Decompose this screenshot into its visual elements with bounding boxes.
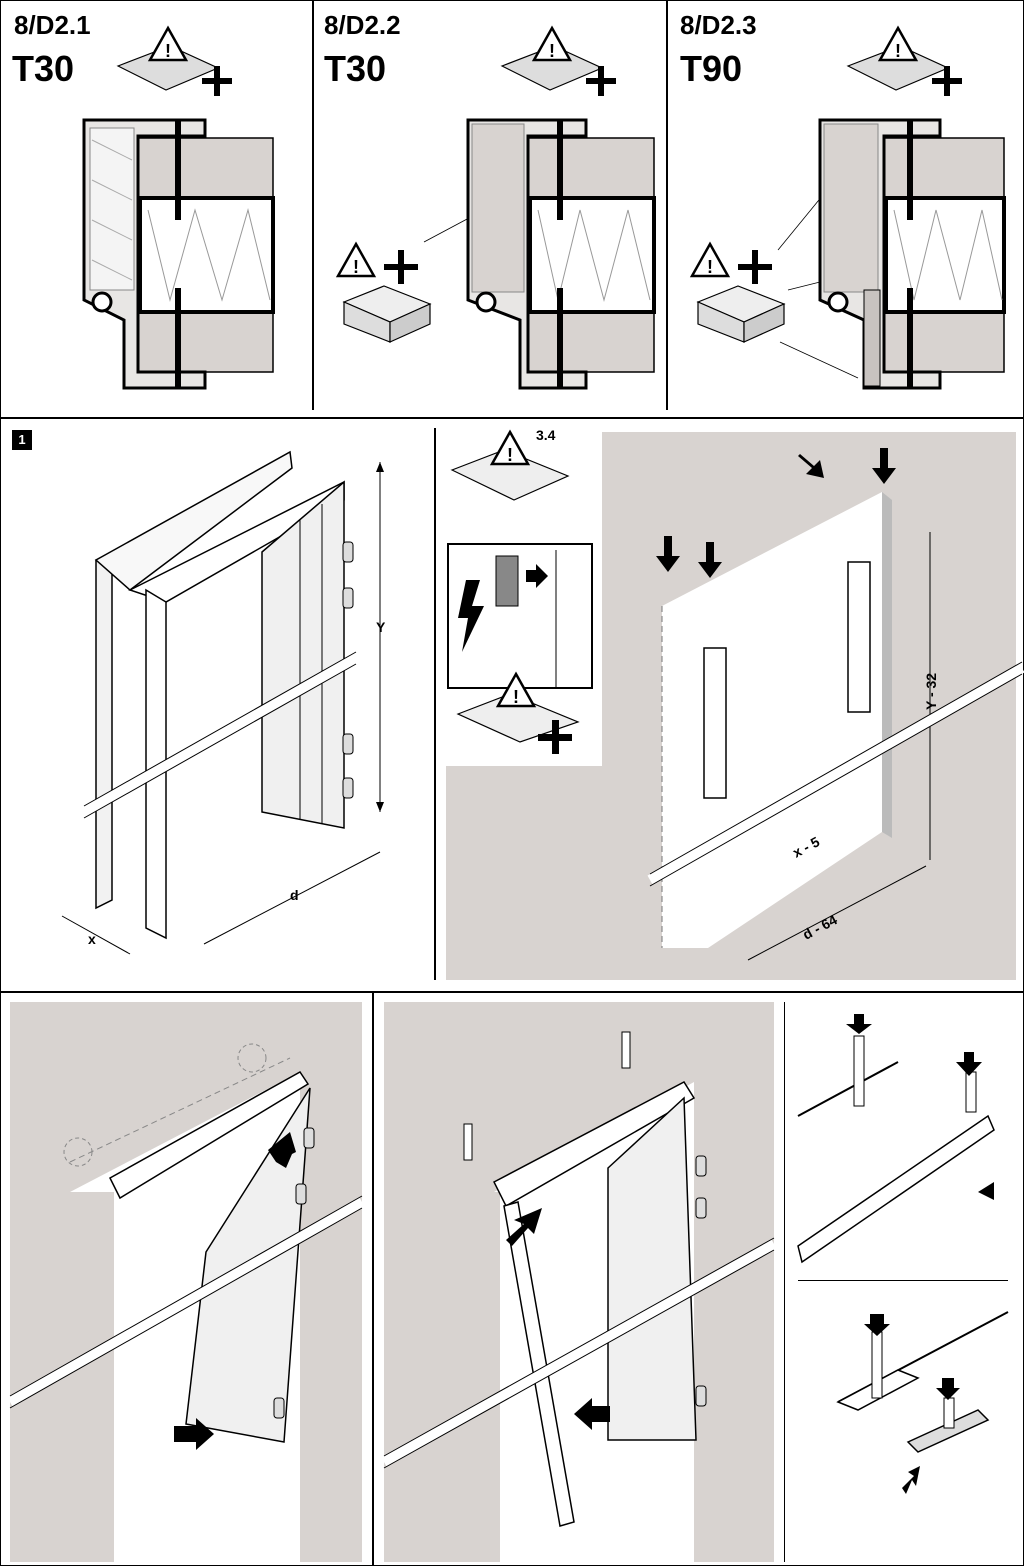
ref-label: 3.4 <box>536 427 556 443</box>
arrow-icon <box>174 1418 214 1450</box>
detail-panel-2: 8/D2.2 T30 ! ! <box>314 0 666 417</box>
wall-measure-drawing: Y - 32 d - 64 x - 5 ! 3.4 ! <box>446 420 1024 980</box>
accessory-box-icon: ! <box>335 241 432 343</box>
section-drawing-1: ! <box>82 25 275 390</box>
detail-rating: T90 <box>680 48 743 89</box>
arrow-icon <box>698 542 722 578</box>
dim-d-label: d <box>290 887 299 903</box>
svg-text:!: ! <box>549 41 555 61</box>
svg-text:!: ! <box>707 257 713 277</box>
detail-code: 8/D2.2 <box>324 10 401 40</box>
step-number: 1 <box>12 430 32 450</box>
arrow-icon <box>268 1132 296 1168</box>
dim-y-label: Y <box>376 619 386 635</box>
step3-drawing <box>381 1002 777 1562</box>
divider-detail-h <box>798 1280 1008 1281</box>
detail-code: 8/D2.3 <box>680 10 757 40</box>
frame-measure-drawing: Y d x <box>61 450 386 955</box>
divider-detail <box>784 1002 785 1562</box>
detail-panel-3: 8/D2.3 T90 ! ! <box>668 0 1022 417</box>
detail-bottom-drawing <box>836 1311 1009 1494</box>
arrow-icon <box>574 1398 610 1430</box>
section-drawing-3: ! ! <box>689 25 1006 390</box>
warning-icon: ! 3.4 <box>450 427 570 501</box>
dim-x-label: x <box>88 931 96 947</box>
svg-text:!: ! <box>513 687 519 707</box>
svg-text:!: ! <box>165 41 171 61</box>
svg-text:!: ! <box>895 41 901 61</box>
divider-top-b <box>666 0 668 410</box>
arrow-icon <box>872 448 896 484</box>
divider-top-a <box>312 0 314 410</box>
detail-panel-1: 8/D2.1 T30 ! <box>0 0 312 417</box>
detail-rating: T30 <box>12 48 75 89</box>
divider-mid <box>434 428 436 980</box>
warning-icon: ! <box>846 25 962 96</box>
step2-drawing <box>7 1002 365 1562</box>
detail-code: 8/D2.1 <box>14 10 91 40</box>
dim-y32-label: Y - 32 <box>923 673 939 710</box>
svg-text:!: ! <box>507 445 513 465</box>
arrow-icon <box>798 454 824 478</box>
accessory-box-icon: ! <box>689 241 786 343</box>
warning-icon: ! <box>500 25 616 96</box>
svg-text:!: ! <box>353 257 359 277</box>
warning-icon: ! <box>116 25 232 96</box>
arrow-icon <box>506 1208 542 1246</box>
section-drawing-2: ! ! <box>335 25 656 390</box>
detail-top-drawing <box>797 1014 995 1264</box>
divider-row2 <box>0 991 1024 993</box>
divider-row1 <box>0 417 1024 419</box>
detail-rating: T30 <box>324 48 387 89</box>
arrow-icon <box>656 536 680 572</box>
divider-bottom <box>372 991 374 1566</box>
